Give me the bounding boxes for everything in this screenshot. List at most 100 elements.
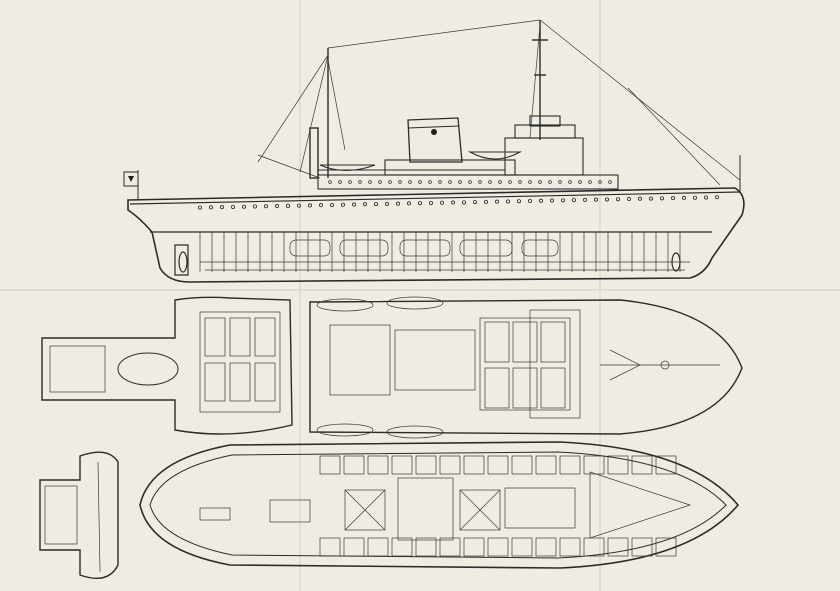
porthole	[528, 180, 532, 184]
cabin	[484, 367, 510, 409]
porthole	[505, 199, 510, 204]
cabin	[415, 537, 437, 557]
cabin	[487, 455, 509, 475]
cabin	[512, 367, 538, 409]
lower-hull-outline	[139, 441, 740, 569]
cabin	[655, 537, 677, 557]
masts	[309, 20, 548, 179]
porthole	[660, 196, 665, 201]
main-deck-line	[129, 191, 741, 205]
cabin	[367, 537, 389, 557]
funnel	[407, 117, 463, 163]
cabin	[583, 537, 605, 557]
cabin	[540, 321, 566, 363]
cabin	[559, 455, 581, 475]
porthole	[318, 203, 323, 208]
porthole	[406, 201, 411, 206]
porthole	[439, 200, 444, 205]
porthole	[384, 201, 389, 206]
porthole	[348, 180, 352, 184]
porthole	[638, 196, 643, 201]
porthole	[682, 195, 687, 200]
porthole	[219, 205, 224, 210]
porthole	[704, 195, 709, 200]
cabin	[487, 537, 509, 557]
porthole	[488, 180, 492, 184]
porthole	[197, 205, 202, 210]
stern-deck-outline	[41, 296, 293, 435]
porthole	[438, 180, 442, 184]
cabin	[204, 317, 226, 357]
cabin	[512, 321, 538, 363]
stern-gear	[174, 244, 681, 276]
cabin	[535, 537, 557, 557]
cabin	[540, 367, 566, 409]
cabin	[204, 362, 226, 402]
cabin	[559, 537, 581, 557]
cabin	[463, 455, 485, 475]
porthole	[517, 199, 522, 204]
upper-deck-plan	[41, 296, 743, 439]
flags	[123, 155, 741, 200]
porthole	[461, 200, 466, 205]
porthole	[528, 198, 533, 203]
porthole	[329, 202, 334, 207]
lower-deck-plan	[39, 441, 740, 579]
porthole	[428, 200, 433, 205]
cabin	[343, 455, 365, 475]
porthole	[448, 180, 452, 184]
porthole	[649, 196, 654, 201]
porthole	[373, 202, 378, 207]
porthole	[548, 180, 552, 184]
porthole	[338, 180, 342, 184]
cabin	[229, 317, 251, 357]
porthole	[417, 201, 422, 206]
rigging	[257, 19, 741, 186]
cabin	[319, 537, 341, 557]
porthole	[351, 202, 356, 207]
cabin	[511, 537, 533, 557]
porthole	[478, 180, 482, 184]
porthole	[358, 180, 362, 184]
cabin	[319, 455, 341, 475]
cabin	[631, 455, 653, 475]
porthole	[388, 180, 392, 184]
porthole	[362, 202, 367, 207]
porthole	[252, 204, 257, 209]
porthole	[568, 180, 572, 184]
cabin	[583, 455, 605, 475]
porthole	[715, 195, 720, 200]
porthole	[307, 203, 312, 208]
porthole	[588, 180, 592, 184]
porthole	[627, 197, 632, 202]
cabin	[391, 537, 413, 557]
superstructure	[317, 115, 619, 190]
portholes	[197, 180, 720, 210]
cabin	[511, 455, 533, 475]
hull-outline	[127, 187, 745, 283]
cabin	[655, 455, 677, 475]
porthole	[408, 180, 412, 184]
porthole	[550, 198, 555, 203]
porthole	[616, 197, 621, 202]
porthole	[498, 180, 502, 184]
porthole	[494, 199, 499, 204]
porthole	[340, 202, 345, 207]
cabin	[439, 455, 461, 475]
porthole	[285, 203, 290, 208]
porthole	[241, 204, 246, 209]
cabin	[463, 537, 485, 557]
porthole	[328, 180, 332, 184]
porthole	[539, 198, 544, 203]
porthole	[605, 197, 610, 202]
porthole	[395, 201, 400, 206]
cabin	[415, 455, 437, 475]
porthole	[561, 198, 566, 203]
porthole	[608, 180, 612, 184]
porthole	[671, 196, 676, 201]
porthole	[230, 204, 235, 209]
porthole	[693, 195, 698, 200]
cabin	[607, 455, 629, 475]
